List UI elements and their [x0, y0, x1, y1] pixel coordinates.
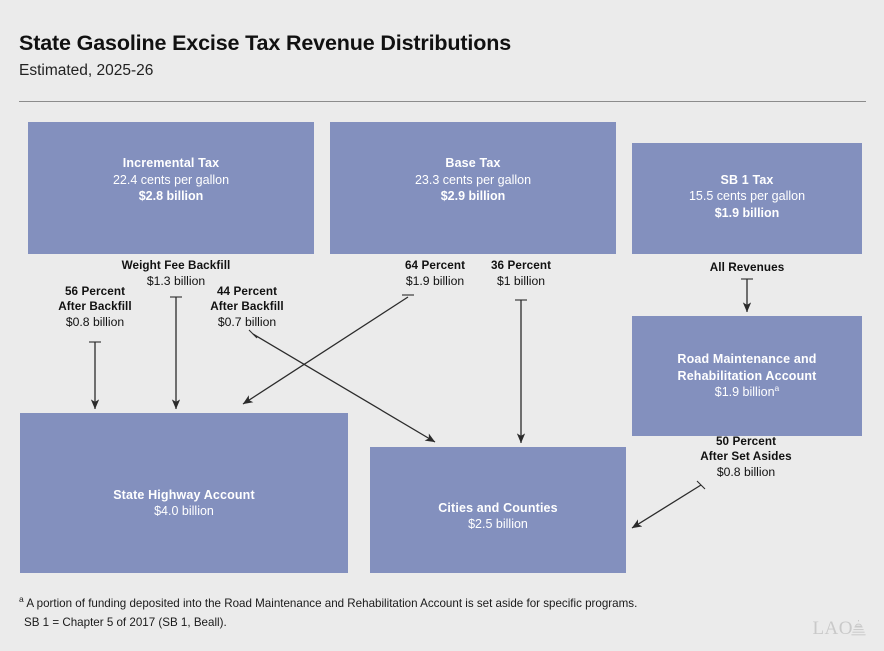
page-title: State Gasoline Excise Tax Revenue Distri…: [19, 31, 511, 55]
header-divider: [19, 101, 866, 102]
arrow-all-revenues-to-rmra: [741, 278, 753, 313]
fifty-six-percent-line2: After Backfill: [58, 299, 132, 313]
base-tax-rate: 23.3 cents per gallon: [414, 172, 532, 187]
box-sb1-tax: SB 1 Tax 15.5 cents per gallon $1.9 bill…: [632, 143, 862, 254]
arrow-56-percent-to-state-highway-account: [89, 341, 101, 410]
footnote-a-text: A portion of funding deposited into the …: [23, 597, 638, 610]
fifty-percent-amount: $0.8 billion: [716, 464, 776, 479]
incremental-tax-title: Incremental Tax: [122, 156, 220, 171]
rmra-amount-wrapper: $1.9 billiona: [638, 384, 856, 401]
weight-fee-backfill-label: Weight Fee Backfill: [121, 259, 231, 272]
forty-four-percent-line1: 44 Percent: [216, 285, 278, 298]
label-all-revenues: All Revenues: [672, 261, 822, 276]
rmra-title-line2: Rehabilitation Account: [677, 368, 817, 383]
forty-four-percent-line2: After Backfill: [210, 299, 284, 313]
fifty-percent-line2: After Set Asides: [700, 449, 792, 463]
rmra-footnote-marker: a: [774, 383, 780, 394]
box-state-highway-account: State Highway Account $4.0 billion: [20, 413, 348, 573]
label-44-percent-after-backfill: 44 Percent After Backfill $0.7 billion: [181, 285, 313, 331]
rmra-title-line1: Road Maintenance and: [677, 352, 817, 367]
sixty-four-percent-label: 64 Percent: [404, 259, 466, 272]
incremental-tax-rate: 22.4 cents per gallon: [112, 172, 230, 187]
sb1-tax-rate: 15.5 cents per gallon: [688, 189, 806, 204]
footnote-a-marker: a: [19, 594, 24, 605]
label-56-percent-after-backfill: 56 Percent After Backfill $0.8 billion: [28, 285, 162, 331]
label-weight-fee-backfill: Weight Fee Backfill $1.3 billion: [99, 259, 253, 290]
thirty-six-percent-label: 36 Percent: [490, 259, 552, 272]
sixty-four-percent-amount: $1.9 billion: [405, 273, 465, 288]
fifty-six-percent-line1: 56 Percent: [64, 285, 126, 298]
lao-logo-text: LAO: [812, 618, 853, 639]
footnotes: a A portion of funding deposited into th…: [19, 595, 779, 633]
box-incremental-tax: Incremental Tax 22.4 cents per gallon $2…: [28, 122, 314, 254]
fifty-six-percent-amount: $0.8 billion: [65, 314, 125, 329]
base-tax-title: Base Tax: [445, 156, 501, 171]
box-base-tax: Base Tax 23.3 cents per gallon $2.9 bill…: [330, 122, 616, 254]
thirty-six-percent-amount: $1 billion: [496, 273, 546, 288]
fifty-percent-line1: 50 Percent: [715, 435, 777, 448]
cities-and-counties-title: Cities and Counties: [438, 500, 558, 515]
weight-fee-backfill-amount: $1.3 billion: [146, 273, 206, 288]
box-road-maintenance-rehabilitation-account: Road Maintenance and Rehabilitation Acco…: [632, 316, 862, 436]
footnote-sb1-definition: SB 1 = Chapter 5 of 2017 (SB 1, Beall).: [24, 615, 227, 629]
sb1-tax-amount: $1.9 billion: [714, 205, 780, 220]
page-subtitle: Estimated, 2025-26: [19, 62, 154, 79]
arrow-50-percent-to-cities-and-counties: [631, 480, 706, 529]
label-50-percent-after-set-asides: 50 Percent After Set Asides $0.8 billion: [662, 435, 830, 481]
footnote-a: a A portion of funding deposited into th…: [19, 595, 779, 614]
incremental-tax-amount: $2.8 billion: [138, 189, 204, 204]
label-64-percent: 64 Percent $1.9 billion: [381, 259, 489, 290]
capitol-dome-icon: [851, 620, 866, 636]
lao-logo: LAO: [812, 618, 867, 638]
all-revenues-label: All Revenues: [709, 261, 785, 274]
sb1-tax-title: SB 1 Tax: [720, 172, 774, 187]
cities-and-counties-amount: $2.5 billion: [468, 517, 528, 531]
box-cities-and-counties: Cities and Counties $2.5 billion: [370, 447, 626, 573]
state-highway-account-title: State Highway Account: [113, 487, 255, 502]
label-36-percent: 36 Percent $1 billion: [480, 259, 562, 290]
forty-four-percent-amount: $0.7 billion: [217, 314, 277, 329]
rmra-amount: $1.9 billion: [714, 385, 775, 400]
state-highway-account-amount: $4.0 billion: [154, 504, 214, 518]
arrow-36-percent-to-cities-and-counties: [515, 299, 527, 444]
base-tax-amount: $2.9 billion: [440, 189, 506, 204]
